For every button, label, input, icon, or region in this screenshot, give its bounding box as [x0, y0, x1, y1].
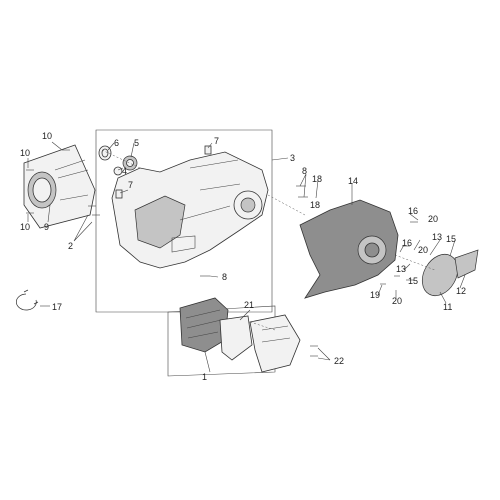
alignment-lines	[101, 149, 436, 331]
callout-15: 15	[408, 276, 418, 286]
outer-cover-plate	[23, 144, 96, 229]
air-duct-group-frame	[167, 305, 276, 377]
callout-11: 11	[443, 302, 452, 312]
callout-12: 12	[456, 286, 466, 296]
callout-16: 16	[402, 238, 412, 248]
bushing	[113, 166, 123, 176]
callout-16: 16	[408, 206, 418, 216]
dowel-pin-left	[115, 189, 123, 199]
callout-7: 7	[214, 136, 219, 146]
screws-left	[26, 149, 100, 216]
callout-4: 4	[122, 166, 127, 176]
callout-19: 19	[370, 290, 380, 300]
screws-right	[310, 221, 418, 357]
circlip	[15, 289, 39, 311]
screws-center	[200, 185, 308, 277]
callout-1: 1	[202, 372, 207, 382]
callout-10: 10	[20, 148, 30, 158]
dowel-pin-top	[204, 145, 212, 155]
crankcase-half	[111, 151, 269, 269]
bearing	[122, 155, 138, 171]
crankcase-group-frame	[95, 129, 273, 313]
cap-trim	[454, 249, 479, 279]
callout-20: 20	[418, 245, 428, 255]
callout-13: 13	[432, 232, 442, 242]
duct-cover	[249, 314, 301, 373]
callout-2: 2	[68, 241, 73, 251]
callout-15: 15	[446, 234, 456, 244]
callout-3: 3	[290, 153, 295, 163]
callout-18: 18	[310, 200, 320, 210]
callout-8: 8	[302, 166, 307, 176]
seal-ring	[98, 145, 112, 161]
callout-20: 20	[392, 296, 402, 306]
callout-14: 14	[348, 176, 358, 186]
callout-10: 10	[20, 222, 30, 232]
callout-22: 22	[334, 356, 344, 366]
callout-20: 20	[428, 214, 438, 224]
callout-8: 8	[222, 272, 227, 282]
callout-7: 7	[128, 180, 133, 190]
callout-9: 9	[44, 222, 49, 232]
callout-6: 6	[114, 138, 119, 148]
leader-lines	[27, 141, 466, 373]
callout-18: 18	[312, 174, 322, 184]
callout-21: 21	[244, 300, 254, 310]
callout-13: 13	[396, 264, 406, 274]
round-cap	[421, 253, 459, 297]
duct-gasket	[219, 315, 253, 361]
transmission-cover	[299, 199, 399, 299]
callout-17: 17	[52, 302, 62, 312]
callout-5: 5	[134, 138, 139, 148]
callout-10: 10	[42, 131, 52, 141]
